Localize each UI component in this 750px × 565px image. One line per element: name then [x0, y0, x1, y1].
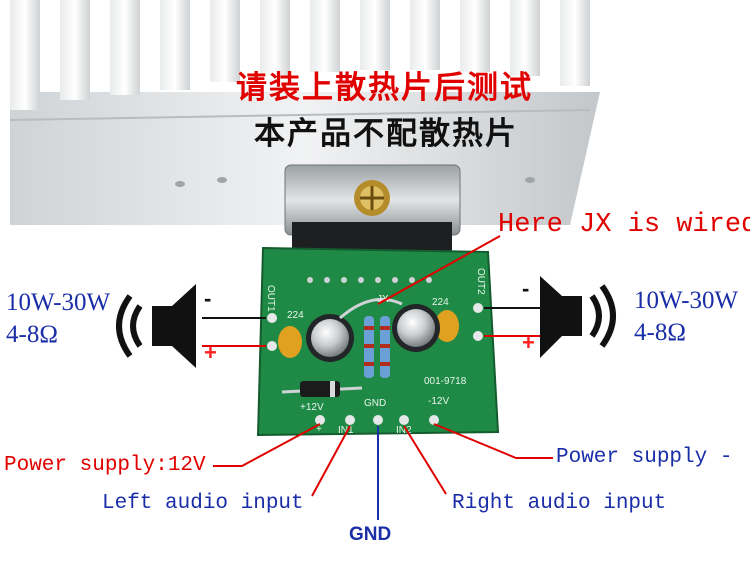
jx-note: Here JX is wired — [498, 210, 750, 240]
notice-line2: 本产品不配散热片 — [254, 116, 518, 152]
silk-out2: OUT2 — [475, 268, 486, 295]
left-speaker-plus: + — [204, 340, 217, 365]
silk-jx: JX — [377, 294, 389, 305]
label-gnd: GND — [349, 524, 392, 545]
left-speaker-power: 10W-30W — [6, 289, 111, 316]
callout-lines — [213, 423, 553, 520]
label-power-negative: Power supply - — [556, 446, 733, 469]
silk-cap-right: 224 — [432, 297, 449, 308]
silk-out1: OUT1 — [265, 285, 276, 312]
silk-code: 001-9718 — [424, 376, 467, 387]
right-speaker-icon — [540, 276, 616, 358]
silk-in1: IN1 — [338, 425, 354, 436]
speaker-wires — [202, 307, 540, 347]
silk-plus12: +12V — [300, 402, 324, 413]
label-power-positive: Power supply:12V — [4, 454, 206, 477]
silk-gnd: GND — [364, 398, 386, 409]
notice-line1: 请装上散热片后测试 — [236, 70, 533, 106]
left-speaker-impedance: 4-8Ω — [6, 321, 58, 348]
jx-pointer-line — [377, 235, 501, 305]
pcb-board — [256, 246, 500, 437]
right-speaker-power: 10W-30W — [634, 287, 739, 314]
label-right-audio-input: Right audio input — [452, 492, 667, 515]
label-left-audio-input: Left audio input — [102, 492, 304, 515]
silk-cap-left: 224 — [287, 310, 304, 321]
right-speaker-plus: + — [522, 330, 535, 355]
left-speaker-minus: - — [204, 286, 212, 311]
heatsink — [9, 0, 600, 225]
silk-minus12: -12V — [428, 396, 449, 407]
board-silkscreen: OUT1 OUT2 JX 224 224 001-9718 +12V + GND… — [265, 268, 486, 436]
left-speaker-icon — [116, 284, 196, 368]
silk-in2: IN2 — [396, 425, 412, 436]
silk-plus: + — [316, 424, 322, 435]
right-speaker-impedance: 4-8Ω — [634, 319, 686, 346]
right-speaker-minus: - — [522, 276, 530, 301]
